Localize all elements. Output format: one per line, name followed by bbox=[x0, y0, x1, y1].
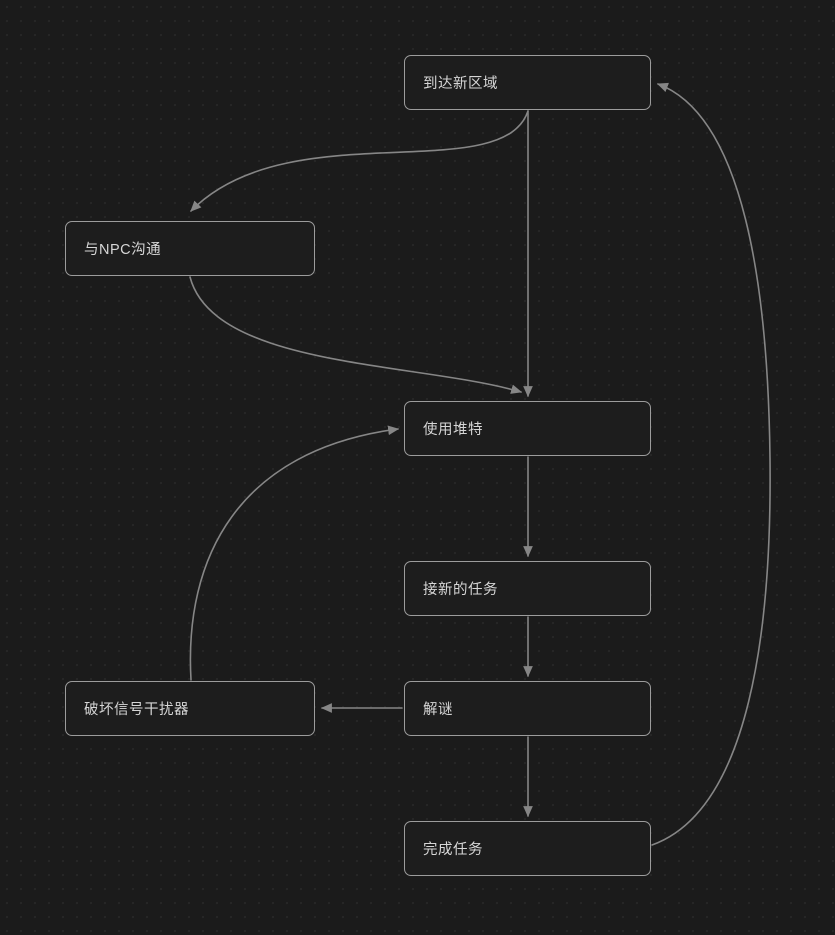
node-use-duite[interactable]: 使用堆特 bbox=[404, 401, 651, 456]
node-label: 与NPC沟通 bbox=[84, 242, 162, 258]
node-label: 破坏信号干扰器 bbox=[84, 702, 189, 718]
node-label: 完成任务 bbox=[423, 842, 483, 858]
node-accept-new-task[interactable]: 接新的任务 bbox=[404, 561, 651, 616]
edge-complete-to-arrive[interactable] bbox=[651, 82, 771, 846]
node-label: 到达新区域 bbox=[423, 76, 498, 92]
edge-npc-to-use[interactable] bbox=[189, 276, 523, 394]
edge-arrive-to-npc[interactable] bbox=[190, 110, 529, 212]
node-label: 解谜 bbox=[423, 702, 453, 718]
node-complete-task[interactable]: 完成任务 bbox=[404, 821, 651, 876]
node-destroy-jammer[interactable]: 破坏信号干扰器 bbox=[65, 681, 315, 736]
node-label: 接新的任务 bbox=[423, 582, 498, 598]
edge-jammer-to-use[interactable] bbox=[189, 425, 400, 681]
node-solve-puzzle[interactable]: 解谜 bbox=[404, 681, 651, 736]
node-label: 使用堆特 bbox=[423, 422, 483, 438]
node-arrive-new-area[interactable]: 到达新区域 bbox=[404, 55, 651, 110]
node-talk-npc[interactable]: 与NPC沟通 bbox=[65, 221, 315, 276]
